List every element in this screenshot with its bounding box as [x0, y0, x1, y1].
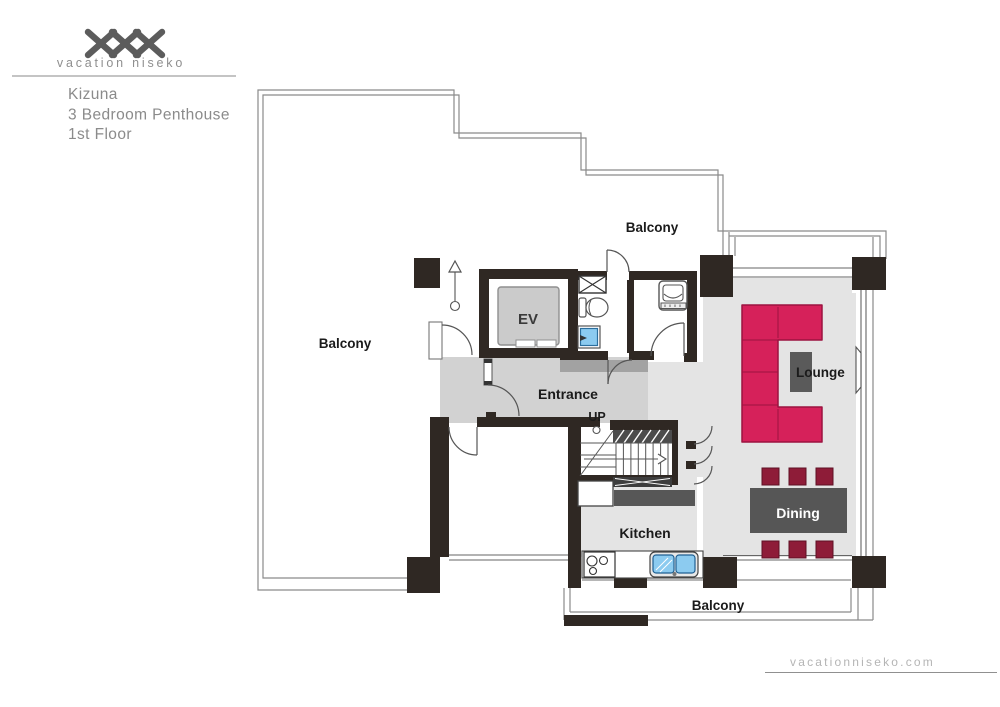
- pillar-northeast: [852, 257, 886, 290]
- west-room-door: [448, 426, 478, 456]
- dining-furniture: [750, 467, 847, 559]
- unit-type: 3 Bedroom Penthouse: [68, 107, 230, 124]
- stair-direction-arrow: [657, 453, 668, 465]
- lounge-furniture: [741, 304, 862, 443]
- dining-chair: [761, 467, 780, 486]
- stair-west-wall: [568, 422, 581, 588]
- pillar-northwest: [414, 258, 440, 288]
- dining-chair: [815, 467, 834, 486]
- pillar-southwest: [407, 557, 440, 593]
- elevator-label: EV: [518, 311, 538, 328]
- elevator: EV: [489, 279, 568, 348]
- footer-watermark: vacationniseko.com: [765, 655, 997, 673]
- pillar-north-center: [700, 255, 733, 297]
- property-name: Kizuna: [68, 86, 118, 103]
- closet-bifold-doors: [693, 425, 713, 485]
- front-door: [428, 321, 473, 360]
- balcony-door: [606, 249, 630, 273]
- dining-label: Dining: [776, 505, 820, 521]
- kitchen-label: Kitchen: [619, 525, 670, 541]
- hall-door: [483, 358, 520, 417]
- website-url: vacationniseko.com: [790, 655, 935, 669]
- living-floor-top: [733, 277, 852, 297]
- stairs-up-label: UP: [588, 410, 605, 424]
- dining-chair: [761, 540, 780, 559]
- entrance-step: [560, 360, 648, 372]
- window-handle: [855, 345, 862, 395]
- balcony-south-wall: [564, 615, 648, 626]
- entrance-label: Entrance: [538, 386, 598, 402]
- lounge-label: Lounge: [796, 365, 845, 380]
- brand-name: vacation niseko: [57, 56, 185, 70]
- kitchen: [577, 480, 704, 579]
- up-start-circle: [592, 425, 601, 435]
- kitchen-island-counter: [614, 490, 695, 506]
- lounge-top-window: [733, 266, 852, 278]
- coffee-table: [790, 352, 812, 392]
- bathroom-fixtures: [577, 275, 688, 349]
- north-arrow-icon: [447, 259, 463, 312]
- dining-chair: [815, 540, 834, 559]
- doors: [428, 249, 713, 485]
- toilet: [578, 297, 609, 318]
- staircase: UP: [579, 410, 672, 487]
- cooktop: [583, 551, 616, 578]
- west-wall: [430, 417, 449, 557]
- room-labels: Balcony Balcony Balcony Entrance Kitchen…: [319, 220, 845, 613]
- refrigerator: [577, 480, 614, 507]
- wc-door: [607, 359, 633, 385]
- pillar-southeast: [852, 556, 886, 588]
- wc-laundry-wall: [627, 280, 634, 353]
- stair-north-wall: [610, 420, 678, 430]
- kitchen-south-pillar: [703, 557, 737, 588]
- entrance-south-wall: [477, 417, 600, 427]
- laundry-east-wall: [687, 280, 697, 362]
- sofa: [741, 304, 823, 443]
- washing-machine: [658, 280, 688, 311]
- floor-number: 1st Floor: [68, 126, 132, 143]
- brand-logo-icon: [84, 28, 166, 59]
- balcony-left-label: Balcony: [319, 336, 372, 351]
- dining-chair: [788, 540, 807, 559]
- brand-logo: vacation niseko: [12, 28, 236, 77]
- dining-table: [750, 488, 847, 533]
- dining-chair: [788, 467, 807, 486]
- stair-east-wall: [672, 423, 678, 485]
- wash-basin: [577, 325, 601, 349]
- balcony-top-label: Balcony: [626, 220, 679, 235]
- balcony-bottom-label: Balcony: [692, 598, 745, 613]
- kitchen-sink: [649, 551, 699, 578]
- plan-title: Kizuna 3 Bedroom Penthouse 1st Floor: [68, 86, 230, 143]
- laundry-door: [650, 322, 685, 357]
